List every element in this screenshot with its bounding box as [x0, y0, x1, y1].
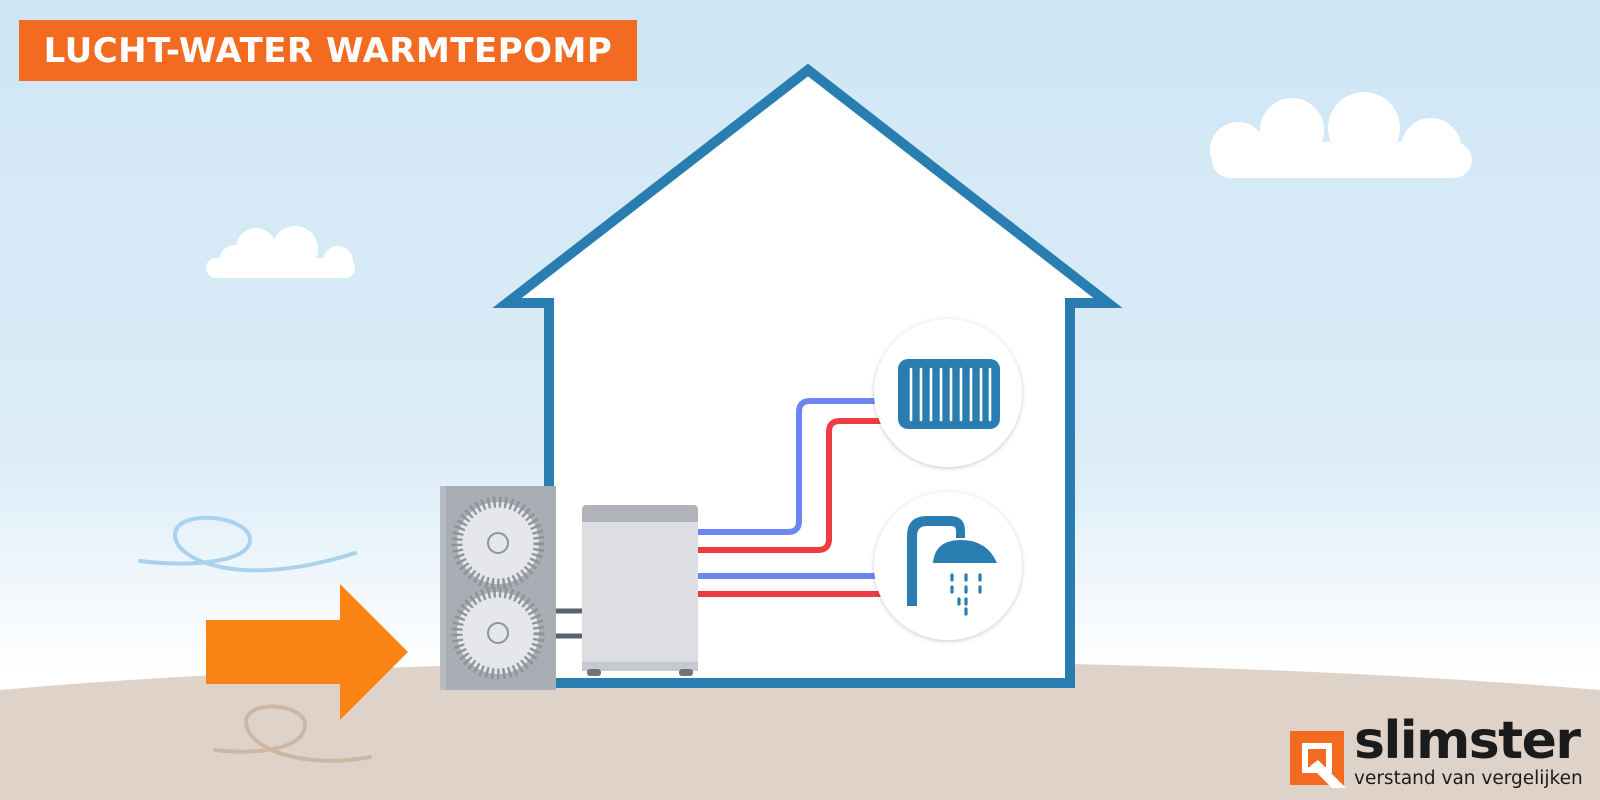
- wind-swirl-icon: [138, 515, 357, 573]
- slimster-logo-icon: [1290, 731, 1346, 788]
- fan-unit-icon: [440, 486, 556, 690]
- shower-circle: [874, 492, 1022, 640]
- radiator-icon: [898, 359, 1000, 429]
- shower-pipes: [698, 573, 882, 597]
- fan-top: [451, 496, 545, 590]
- ground: [0, 661, 1600, 800]
- refrigerant-pipes: [554, 608, 586, 639]
- wind-swirl-ground-icon: [213, 704, 372, 763]
- page-title: LUCHT-WATER WARMTEPOMP: [43, 30, 613, 71]
- air-arrow: [206, 584, 408, 720]
- logo-brand: slimster: [1354, 711, 1581, 771]
- cloud-large: [1210, 92, 1472, 178]
- logo: slimster verstand van vergelijken: [1354, 711, 1583, 790]
- indoor-unit-icon: [582, 505, 698, 676]
- shower-icon: [907, 516, 997, 616]
- cloud-small: [206, 226, 355, 278]
- fan-bottom: [451, 586, 545, 680]
- title-badge: LUCHT-WATER WARMTEPOMP: [19, 20, 637, 81]
- radiator-pipes: [698, 398, 882, 553]
- logo-tagline: verstand van vergelijken: [1354, 768, 1583, 789]
